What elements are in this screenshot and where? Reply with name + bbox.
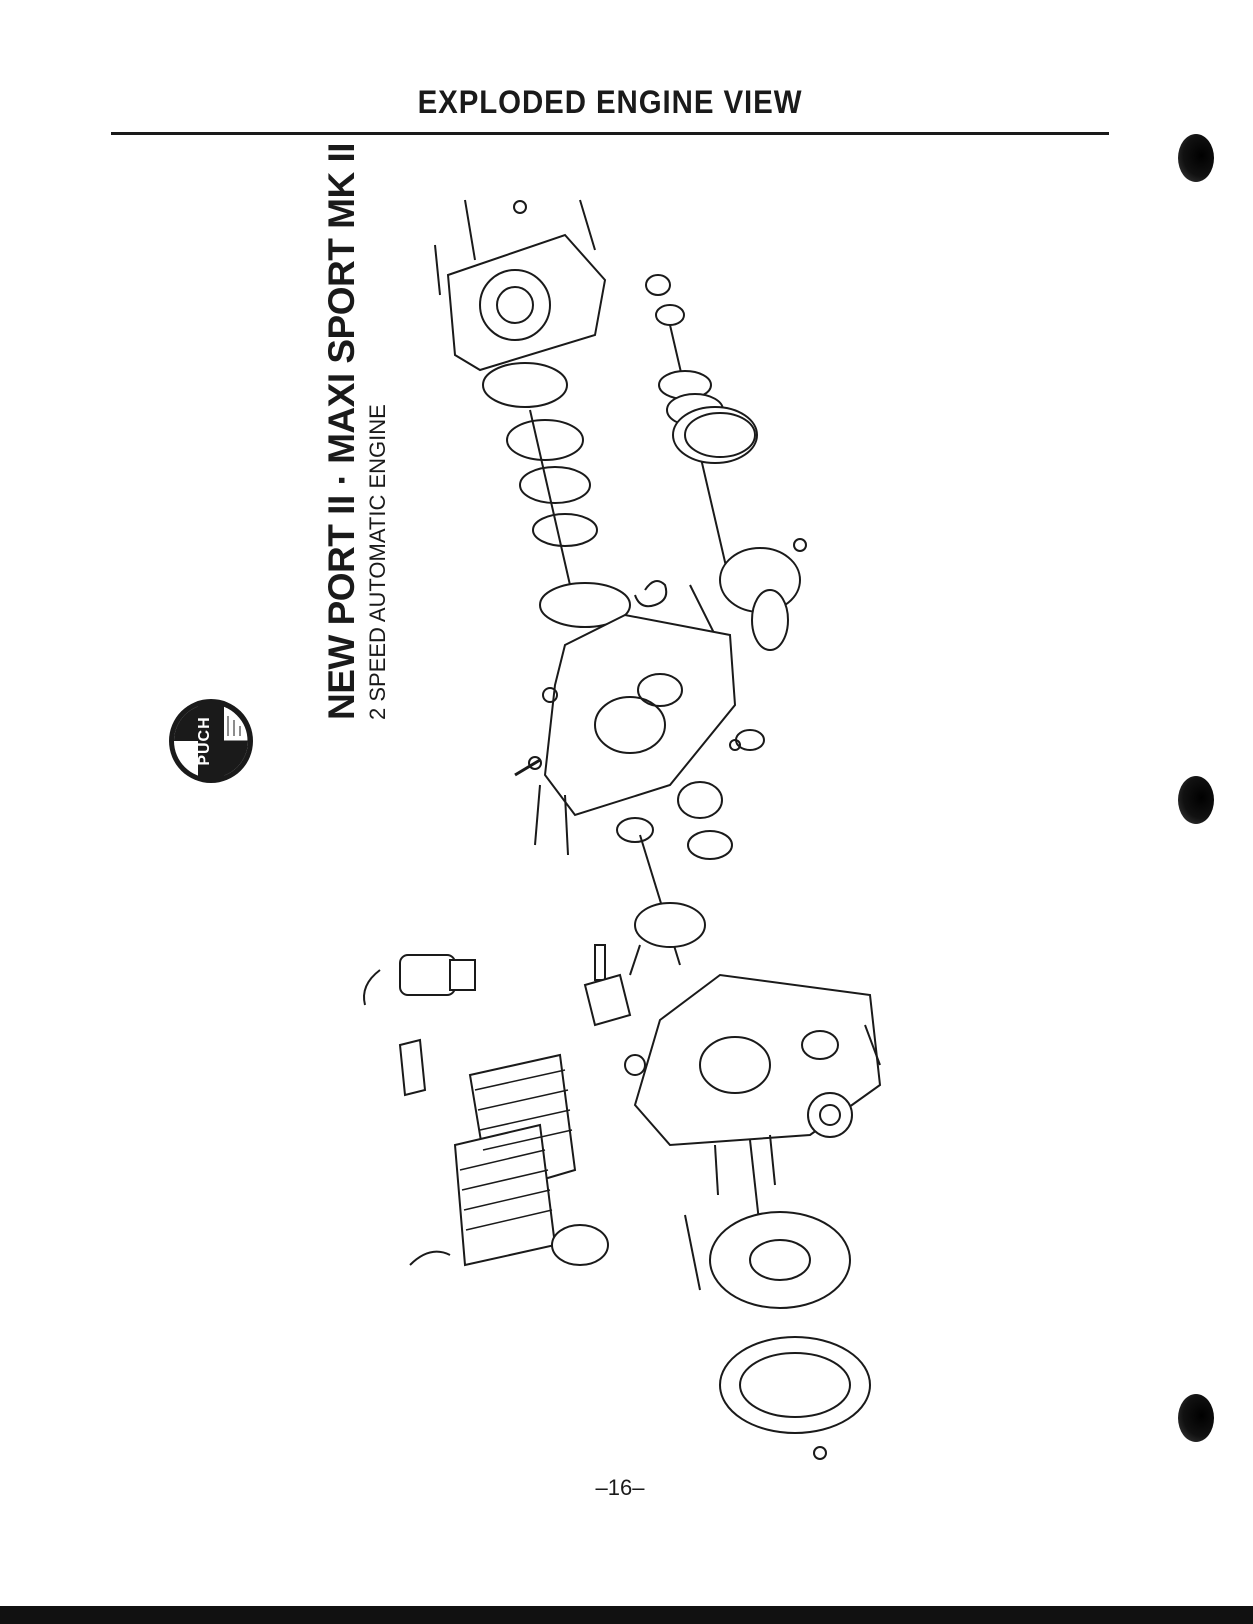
logo-text: PUCH	[196, 716, 213, 766]
title-rule	[111, 132, 1109, 135]
page-edge	[0, 1606, 1253, 1624]
exploded-engine-diagram	[340, 185, 920, 1490]
binder-hole	[1178, 1394, 1214, 1442]
page-title: EXPLODED ENGINE VIEW	[417, 84, 803, 120]
binder-hole	[1178, 776, 1214, 824]
binder-hole	[1178, 134, 1214, 182]
page-number: –16–	[595, 1475, 645, 1500]
puch-logo: PUCH	[168, 698, 254, 784]
